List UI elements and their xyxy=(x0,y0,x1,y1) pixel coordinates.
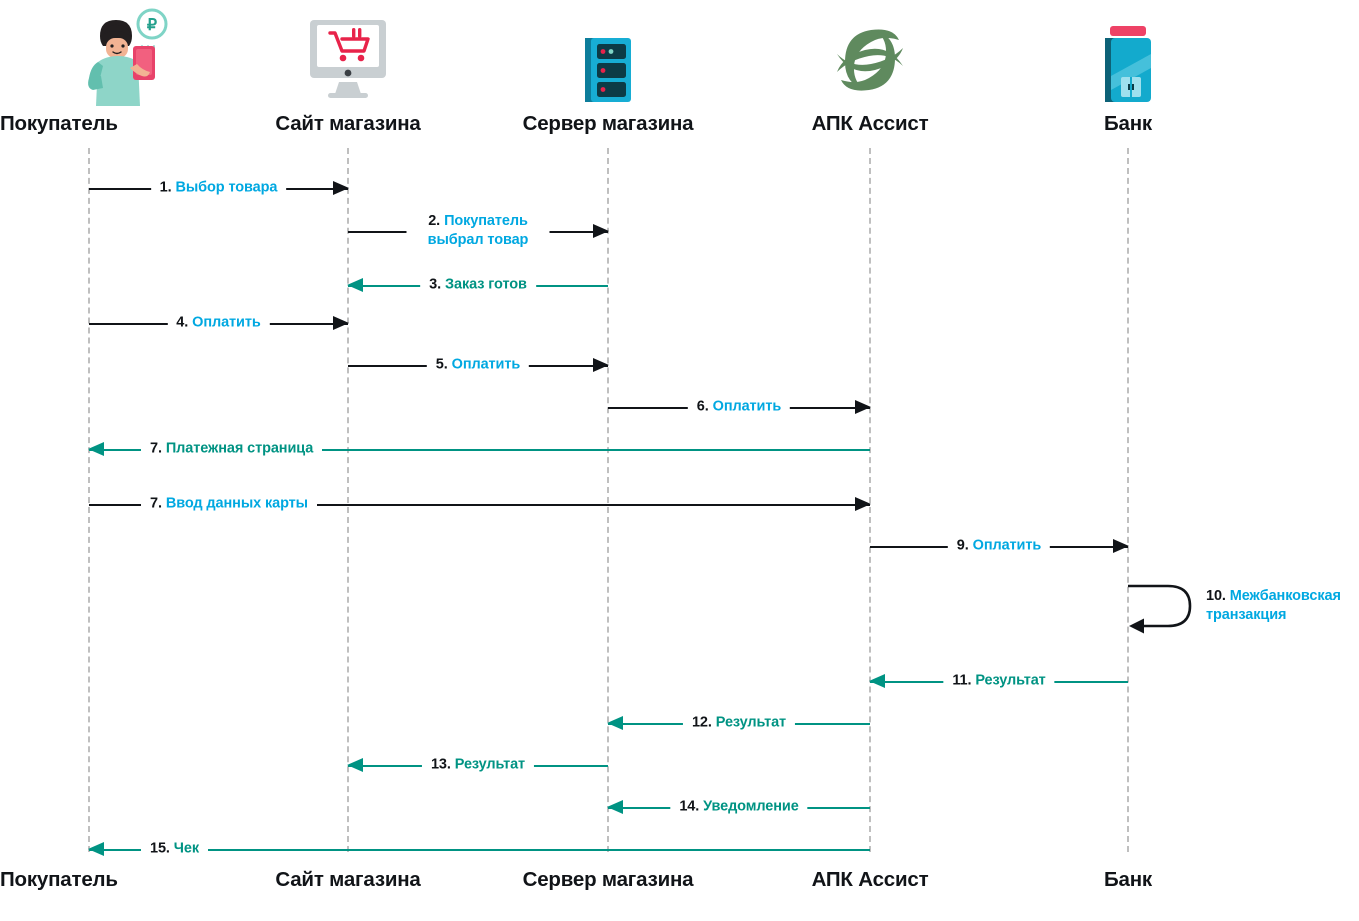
message-text: Оплатить xyxy=(192,314,261,331)
actor-label-customer: Покупатель xyxy=(0,112,118,135)
lifeline-customer xyxy=(88,148,90,852)
arrow-head-icon xyxy=(347,277,363,292)
message-label: 13. Результат xyxy=(421,755,535,775)
actor-footer-assist: АПК Ассист xyxy=(811,868,929,891)
message-number: 1. xyxy=(159,179,172,196)
actor-footer-customer: Покупатель xyxy=(0,868,118,891)
actor-footer-shopsite: Сайт магазина xyxy=(275,868,421,891)
bank-card-icon xyxy=(1008,8,1248,106)
message-label: 3. Заказ готов xyxy=(420,275,536,295)
arrow-head-icon xyxy=(88,841,104,856)
message-label: 6. Оплатить xyxy=(687,397,791,417)
actor-header-shopsite: Сайт магазина xyxy=(228,8,468,143)
message-text: Ввод данных карты xyxy=(165,495,308,512)
message-number: 7. xyxy=(150,440,162,457)
lifeline-shopserver xyxy=(607,148,609,852)
message-number: 10. xyxy=(1206,588,1226,604)
actor-footer-bank: Банк xyxy=(1104,868,1152,891)
arrow-head-icon xyxy=(333,315,349,330)
message-label: 15. Чек xyxy=(141,839,209,859)
lifeline-bank xyxy=(1127,148,1129,852)
arrow-head-icon xyxy=(347,757,363,772)
message-line xyxy=(89,849,870,851)
message-number: 9. xyxy=(956,537,969,554)
svg-text:₽: ₽ xyxy=(147,17,157,34)
message-text: Оплатить xyxy=(712,398,782,415)
message-text: Заказ готов xyxy=(445,276,527,293)
message-text: Результат xyxy=(454,756,526,773)
message-text: Уведомление xyxy=(703,798,799,815)
lifeline-shopsite xyxy=(347,148,349,852)
assist-leaf-logo-icon xyxy=(750,8,990,106)
message-label: 7. Платежная страница xyxy=(141,439,323,459)
actor-label-shopserver: Сервер магазина xyxy=(522,112,694,135)
actor-label-shopsite: Сайт магазина xyxy=(275,112,421,135)
message-label: 12. Результат xyxy=(682,713,796,733)
message-number: 11. xyxy=(952,672,972,689)
message-number: 4. xyxy=(176,314,189,331)
arrow-head-icon xyxy=(855,399,871,414)
message-label: 2. Покупатель выбрал товар xyxy=(406,212,550,250)
arrow-head-icon xyxy=(593,357,609,372)
message-label: 4. Оплатить xyxy=(167,313,270,333)
actor-header-assist: АПК Ассист xyxy=(750,8,990,143)
actor-header-shopserver: Сервер магазина xyxy=(488,8,728,143)
arrow-head-icon xyxy=(333,180,349,195)
message-label: 14. Уведомление xyxy=(670,797,808,817)
actor-header-bank: Банк xyxy=(1008,8,1248,143)
message-label: 11. Результат xyxy=(943,671,1055,691)
message-number: 5. xyxy=(435,356,448,373)
message-number: 2. xyxy=(428,213,441,229)
arrow-head-icon xyxy=(607,799,623,814)
message-label: 1. Выбор товара xyxy=(150,178,287,198)
message-number: 3. xyxy=(429,276,442,293)
message-label: 7. Ввод данных карты xyxy=(141,494,317,514)
actor-header-customer: ₽ Покупатель xyxy=(0,8,240,143)
message-text: Покупатель выбрал товар xyxy=(427,213,529,248)
server-rack-icon xyxy=(488,8,728,106)
arrow-head-icon xyxy=(869,673,885,688)
message-label: 9. Оплатить xyxy=(947,536,1051,556)
message-text: Результат xyxy=(715,714,787,731)
message-number: 14. xyxy=(679,798,700,815)
arrow-head-icon xyxy=(855,496,871,511)
actor-label-bank: Банк xyxy=(1104,112,1152,135)
message-number: 13. xyxy=(430,756,451,773)
message-text: Результат xyxy=(975,672,1046,689)
self-loop-arrow-icon xyxy=(1128,584,1192,634)
message-number: 7. xyxy=(150,495,162,512)
message-number: 15. xyxy=(150,840,170,857)
message-text: Чек xyxy=(173,840,200,857)
message-line xyxy=(89,504,870,506)
message-10-self-loop: 10. Межбанковская транзакция xyxy=(1128,583,1359,634)
actor-label-assist: АПК Ассист xyxy=(811,112,929,135)
message-text: Платежная страница xyxy=(165,440,314,457)
message-label: 5. Оплатить xyxy=(426,355,530,375)
arrow-head-icon xyxy=(607,715,623,730)
arrow-head-icon xyxy=(88,441,104,456)
message-line xyxy=(89,449,870,451)
message-text: Межбанковская транзакция xyxy=(1206,588,1341,623)
message-label: 10. Межбанковская транзакция xyxy=(1206,587,1359,625)
message-text: Оплатить xyxy=(451,356,521,373)
monitor-shopping-cart-icon xyxy=(228,8,468,106)
person-with-phone-and-ruble-icon: ₽ xyxy=(0,8,240,106)
arrow-head-icon xyxy=(593,223,609,238)
message-number: 12. xyxy=(691,714,712,731)
message-text: Выбор товара xyxy=(175,179,278,196)
actor-footer-shopserver: Сервер магазина xyxy=(522,868,694,891)
message-number: 6. xyxy=(696,398,709,415)
message-text: Оплатить xyxy=(972,537,1042,554)
arrow-head-icon xyxy=(1113,538,1129,553)
